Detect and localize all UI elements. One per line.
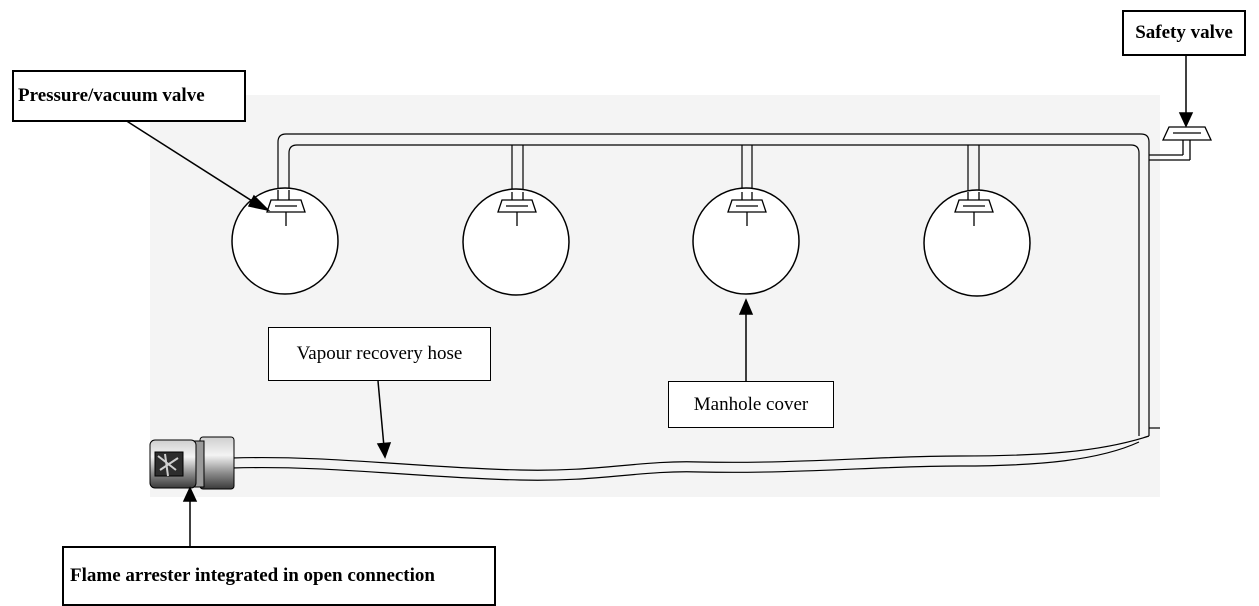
manhole-cover-label: Manhole cover: [668, 381, 834, 428]
pressure-vacuum-valve-label: Pressure/vacuum valve: [12, 70, 246, 122]
pv-valve-icon-1: [266, 190, 306, 226]
vapour-recovery-hose: [231, 427, 1160, 481]
pv-valve-arrow: [124, 119, 261, 207]
pv-valve-icon-4: [954, 192, 994, 226]
flame-arrester-connector-icon: [149, 436, 235, 490]
manhole-2: [462, 188, 570, 296]
manhole-4: [923, 189, 1031, 297]
pv-valve-icon-2: [497, 192, 537, 226]
pv-valve-icon-3: [727, 192, 767, 226]
callout-arrows: [124, 56, 1194, 546]
manhole-3: [692, 187, 800, 295]
safety-valve-icon: [1149, 126, 1213, 161]
safety-valve-label: Safety valve: [1122, 10, 1246, 56]
branch-pipes: [511, 145, 980, 192]
hose-arrow: [377, 380, 385, 448]
vapour-recovery-hose-label: Vapour recovery hose: [268, 327, 491, 381]
manhole-covers: [231, 187, 1031, 297]
flame-arrester-label: Flame arrester integrated in open connec…: [62, 546, 496, 606]
header-pipe: [277, 133, 1150, 436]
background-panel: [150, 95, 1160, 497]
manhole-1: [231, 187, 339, 295]
pv-valves: [266, 190, 994, 226]
